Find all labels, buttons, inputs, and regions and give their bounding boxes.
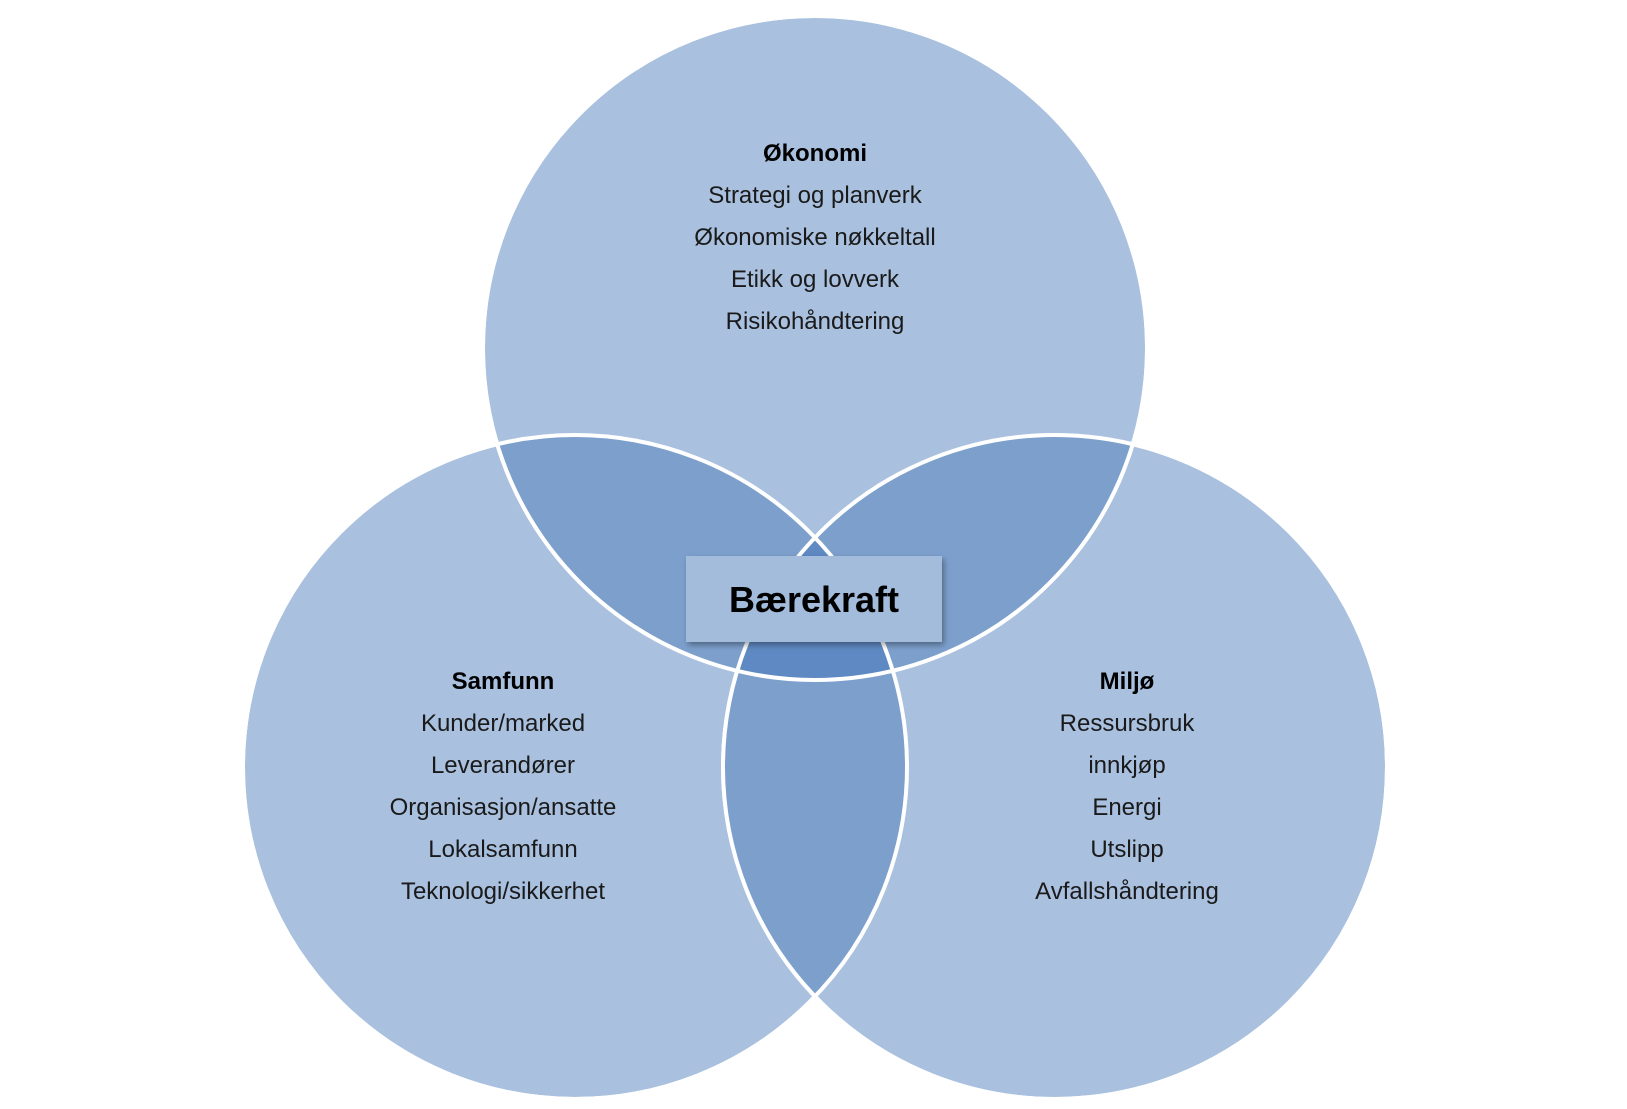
item-samfunn: Organisasjon/ansatte — [390, 794, 617, 821]
heading-samfunn: Samfunn — [452, 668, 555, 695]
outline-samfunn — [241, 433, 909, 1101]
label-group-samfunn: Samfunn Kunder/marked Leverandører Organ… — [390, 668, 617, 905]
item-miljo: Utslipp — [1090, 836, 1163, 863]
item-okonomi: Økonomiske nøkkeltall — [694, 224, 935, 251]
item-okonomi: Strategi og planverk — [708, 182, 922, 209]
heading-miljo: Miljø — [1100, 668, 1155, 695]
heading-okonomi: Økonomi — [763, 140, 867, 167]
label-group-okonomi: Økonomi Strategi og planverk Økonomiske … — [694, 140, 935, 335]
item-miljo: Avfallshåndtering — [1035, 878, 1219, 905]
item-samfunn: Teknologi/sikkerhet — [401, 878, 605, 905]
label-group-miljo: Miljø Ressursbruk innkjøp Energi Utslipp… — [1035, 668, 1219, 905]
item-samfunn: Lokalsamfunn — [428, 836, 577, 863]
item-samfunn: Leverandører — [431, 752, 575, 779]
center-box-background — [686, 556, 942, 642]
item-miljo: Ressursbruk — [1060, 710, 1196, 737]
item-miljo: innkjøp — [1088, 752, 1165, 779]
outline-miljo — [721, 433, 1389, 1101]
center-label: Bærekraft — [729, 579, 899, 620]
item-miljo: Energi — [1092, 794, 1161, 821]
outline-okonomi — [481, 14, 1149, 682]
item-okonomi: Etikk og lovverk — [731, 266, 900, 293]
item-okonomi: Risikohåndtering — [726, 308, 905, 335]
item-samfunn: Kunder/marked — [421, 710, 585, 737]
center-box: Bærekraft — [686, 556, 942, 642]
